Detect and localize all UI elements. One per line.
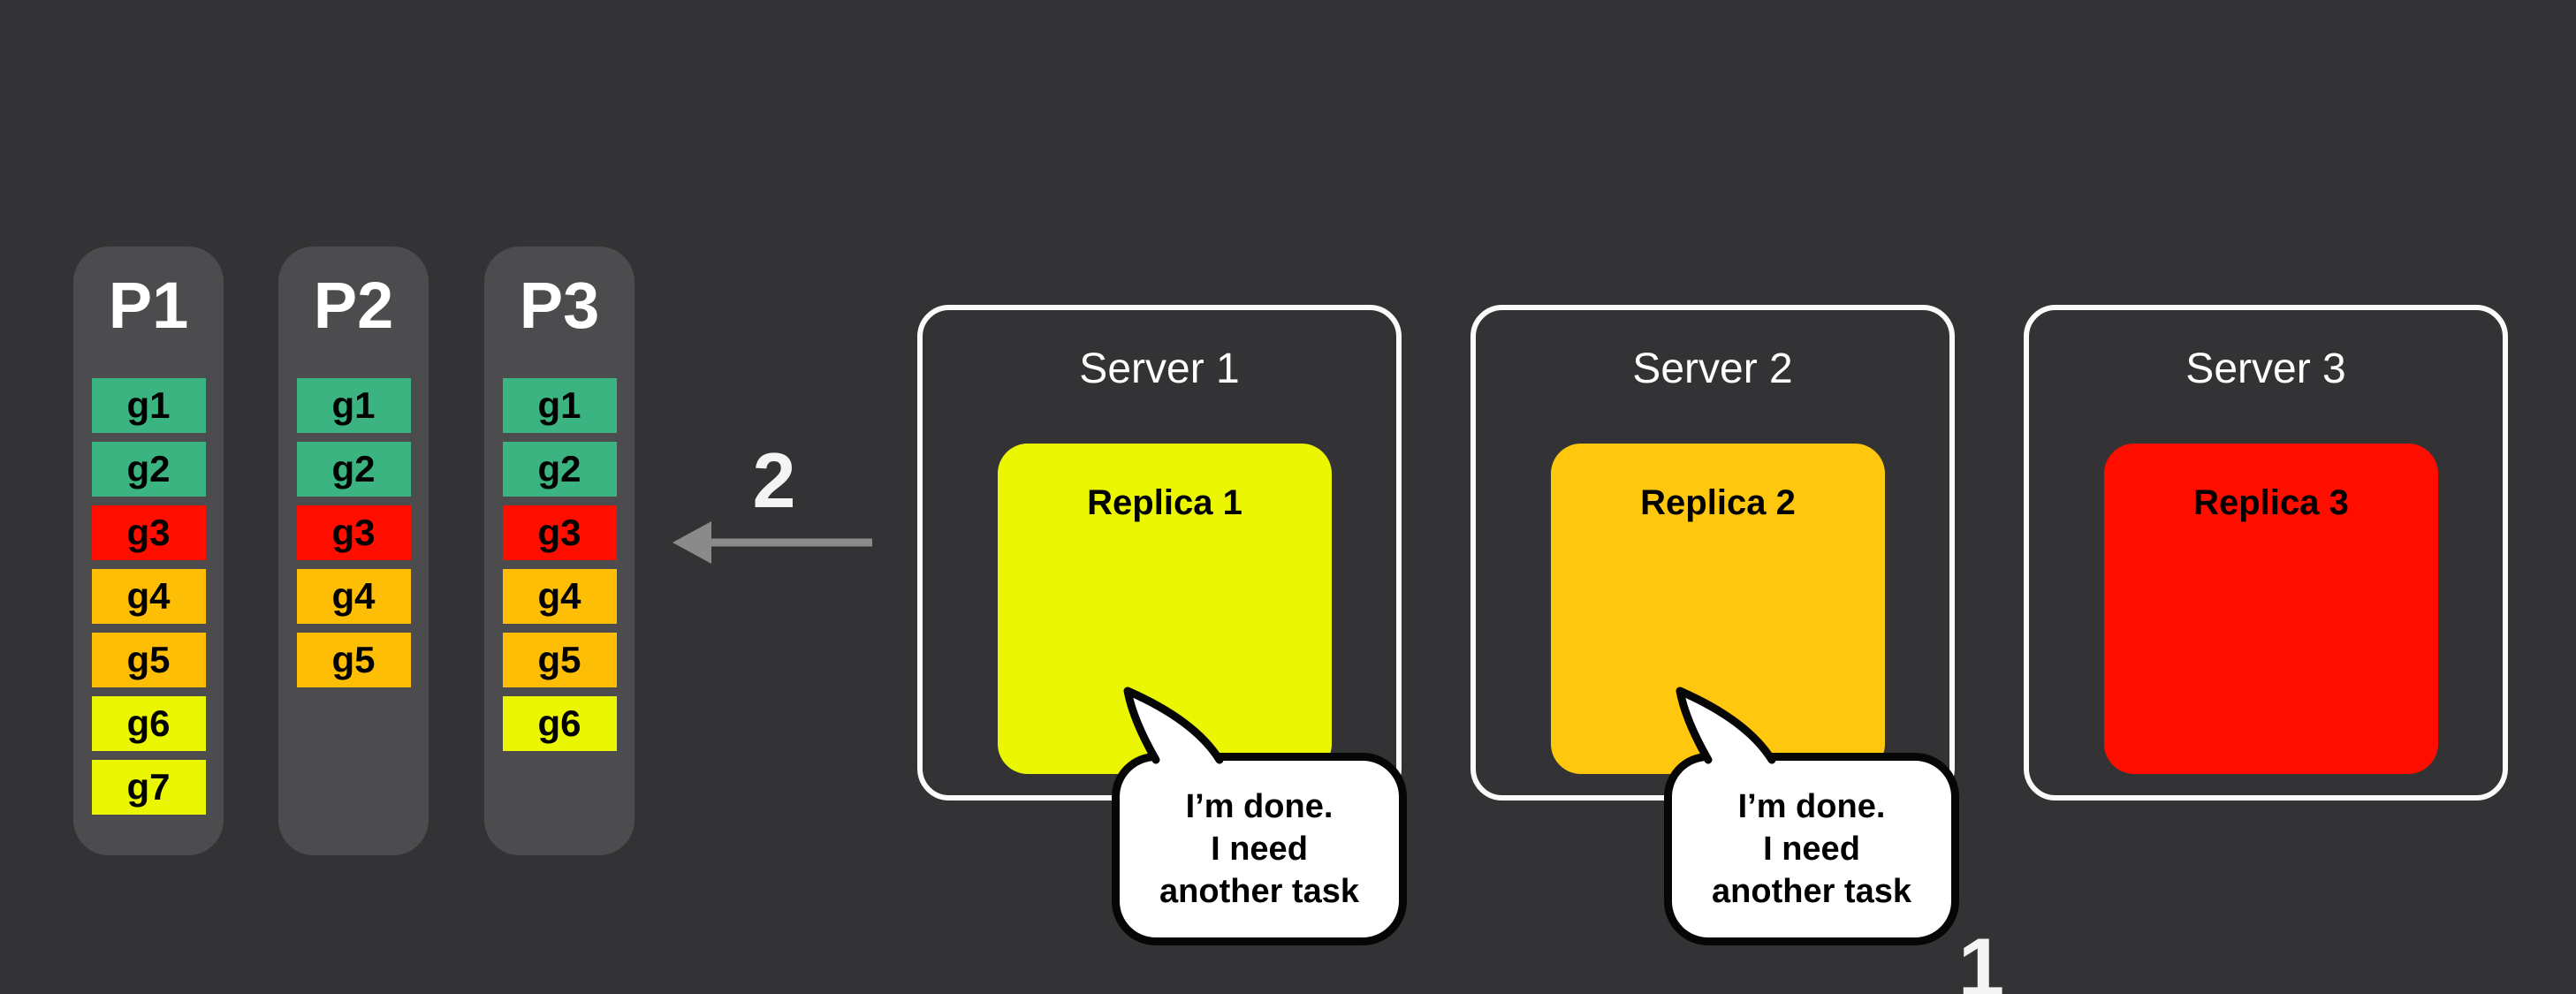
partition-title: P1	[108, 269, 189, 342]
bubble-text-line: I’m done.	[1185, 788, 1334, 825]
speech-bubble-tail-icon	[1676, 687, 1776, 769]
step-1-label: 1	[1957, 921, 2005, 994]
left-arrow-icon	[672, 521, 872, 564]
task-chip: g2	[296, 442, 411, 497]
replica-label: Replica 1	[1087, 483, 1242, 522]
bubble-text-line: I need	[1763, 831, 1860, 868]
partition-title: P2	[313, 269, 394, 342]
task-chip: g4	[502, 569, 617, 624]
bubble-text-line: another task	[1159, 873, 1359, 910]
server-title: Server 2	[1632, 345, 1793, 392]
partition-p3: P3 g1 g2 g3 g4 g5 g6	[484, 247, 635, 855]
speech-bubble-2: I’m done. I need another task	[1664, 753, 1959, 945]
task-chip: g5	[296, 633, 411, 687]
task-chip: g2	[91, 442, 206, 497]
task-chip: g4	[296, 569, 411, 624]
replica-label: Replica 3	[2193, 483, 2349, 522]
task-chip: g6	[502, 696, 617, 751]
bubble-text-line: I’m done.	[1737, 788, 1886, 825]
server-title: Server 3	[2185, 345, 2346, 392]
partition-p2: P2 g1 g2 g3 g4 g5	[278, 247, 429, 855]
partition-title: P3	[519, 269, 600, 342]
task-chip: g7	[91, 760, 206, 815]
task-chip: g2	[502, 442, 617, 497]
task-chip: g6	[91, 696, 206, 751]
bubble-text-line: I need	[1211, 831, 1308, 868]
task-list: g1 g2 g3 g4 g5 g6 g7	[73, 378, 224, 823]
task-chip: g1	[502, 378, 617, 433]
task-list: g1 g2 g3 g4 g5 g6	[484, 378, 635, 760]
task-chip: g3	[91, 505, 206, 560]
replica-box: Replica 3	[2104, 444, 2438, 774]
task-chip: g3	[502, 505, 617, 560]
task-chip: g1	[91, 378, 206, 433]
task-chip: g3	[296, 505, 411, 560]
bubble-text-line: another task	[1712, 873, 1911, 910]
server-title: Server 1	[1079, 345, 1240, 392]
server-box-3: Server 3 Replica 3	[2024, 305, 2508, 801]
replica-label: Replica 2	[1640, 483, 1796, 522]
server-box-2: Server 2 Replica 2	[1470, 305, 1955, 801]
task-chip: g5	[91, 633, 206, 687]
task-chip: g4	[91, 569, 206, 624]
step-2-label: 2	[752, 436, 796, 524]
task-chip: g1	[296, 378, 411, 433]
task-chip: g5	[502, 633, 617, 687]
task-list: g1 g2 g3 g4 g5	[278, 378, 429, 696]
speech-bubble-tail-icon	[1123, 687, 1224, 769]
server-box-1: Server 1 Replica 1	[917, 305, 1402, 801]
speech-bubble-1: I’m done. I need another task	[1112, 753, 1407, 945]
partition-p1: P1 g1 g2 g3 g4 g5 g6 g7	[73, 247, 224, 855]
